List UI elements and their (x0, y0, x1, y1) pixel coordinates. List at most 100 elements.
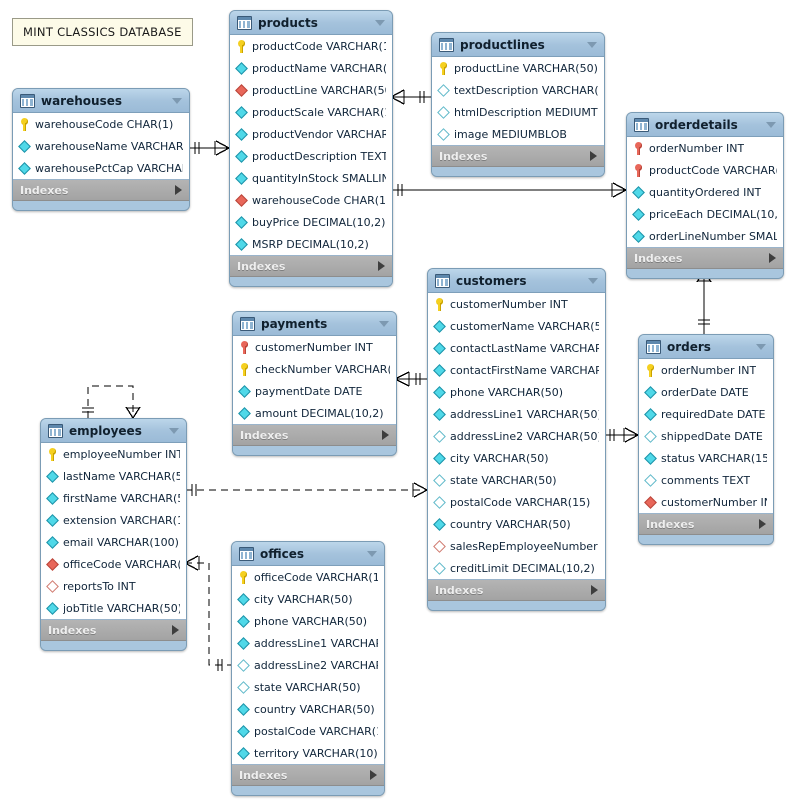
column-row[interactable]: warehouseCode CHAR(1) (230, 189, 392, 211)
indexes-section-customers[interactable]: Indexes (428, 580, 605, 601)
chevron-down-icon[interactable] (172, 97, 182, 104)
table-header-customers[interactable]: customers (428, 269, 605, 293)
column-row[interactable]: productCode VARCHAR(15) (230, 35, 392, 57)
table-header-warehouses[interactable]: warehouses (13, 89, 189, 113)
chevron-down-icon[interactable] (587, 41, 597, 48)
column-row[interactable]: warehouseCode CHAR(1) (13, 113, 189, 135)
table-header-orders[interactable]: orders (639, 335, 773, 359)
column-row[interactable]: orderLineNumber SMALLINT (627, 225, 783, 247)
chevron-down-icon[interactable] (766, 121, 776, 128)
column-row[interactable]: productVendor VARCHAR(50) (230, 123, 392, 145)
column-row[interactable]: checkNumber VARCHAR(50) (233, 358, 396, 380)
column-row[interactable]: state VARCHAR(50) (232, 676, 384, 698)
column-row[interactable]: creditLimit DECIMAL(10,2) (428, 557, 605, 579)
column-row[interactable]: country VARCHAR(50) (428, 513, 605, 535)
table-header-offices[interactable]: offices (232, 542, 384, 566)
expand-right-icon[interactable] (591, 585, 598, 595)
column-row[interactable]: image MEDIUMBLOB (432, 123, 604, 145)
column-row[interactable]: quantityInStock SMALLINT (230, 167, 392, 189)
column-row[interactable]: htmlDescription MEDIUMTEXT (432, 101, 604, 123)
column-row[interactable]: addressLine1 VARCHAR(50) (232, 632, 384, 654)
column-row[interactable]: warehouseName VARCHAR(45) (13, 135, 189, 157)
column-row[interactable]: orderDate DATE (639, 381, 773, 403)
column-row[interactable]: employeeNumber INT (41, 443, 186, 465)
column-row[interactable]: country VARCHAR(50) (232, 698, 384, 720)
column-row[interactable]: addressLine2 VARCHAR(50) (232, 654, 384, 676)
table-header-productlines[interactable]: productlines (432, 33, 604, 57)
column-row[interactable]: textDescription VARCHAR(4000) (432, 79, 604, 101)
column-row[interactable]: lastName VARCHAR(50) (41, 465, 186, 487)
column-row[interactable]: customerNumber INT (639, 491, 773, 513)
column-row[interactable]: postalCode VARCHAR(15) (428, 491, 605, 513)
expand-right-icon[interactable] (769, 253, 776, 263)
chevron-down-icon[interactable] (375, 19, 385, 26)
chevron-down-icon[interactable] (379, 320, 389, 327)
table-header-orderdetails[interactable]: orderdetails (627, 113, 783, 137)
column-row[interactable]: priceEach DECIMAL(10,2) (627, 203, 783, 225)
column-row[interactable]: phone VARCHAR(50) (428, 381, 605, 403)
column-row[interactable]: orderNumber INT (639, 359, 773, 381)
column-row[interactable]: shippedDate DATE (639, 425, 773, 447)
column-row[interactable]: addressLine1 VARCHAR(50) (428, 403, 605, 425)
indexes-section-payments[interactable]: Indexes (233, 425, 396, 446)
chevron-down-icon[interactable] (169, 427, 179, 434)
expand-right-icon[interactable] (378, 261, 385, 271)
column-row[interactable]: MSRP DECIMAL(10,2) (230, 233, 392, 255)
column-row[interactable]: buyPrice DECIMAL(10,2) (230, 211, 392, 233)
column-row[interactable]: postalCode VARCHAR(15) (232, 720, 384, 742)
column-row[interactable]: city VARCHAR(50) (232, 588, 384, 610)
table-header-payments[interactable]: payments (233, 312, 396, 336)
column-row[interactable]: comments TEXT (639, 469, 773, 491)
column-row[interactable]: territory VARCHAR(10) (232, 742, 384, 764)
column-row[interactable]: productLine VARCHAR(50) (432, 57, 604, 79)
column-row[interactable]: extension VARCHAR(10) (41, 509, 186, 531)
column-row[interactable]: amount DECIMAL(10,2) (233, 402, 396, 424)
column-row[interactable]: email VARCHAR(100) (41, 531, 186, 553)
indexes-section-warehouses[interactable]: Indexes (13, 180, 189, 201)
expand-right-icon[interactable] (370, 770, 377, 780)
column-row[interactable]: state VARCHAR(50) (428, 469, 605, 491)
column-row[interactable]: addressLine2 VARCHAR(50) (428, 425, 605, 447)
indexes-section-employees[interactable]: Indexes (41, 620, 186, 641)
column-row[interactable]: customerName VARCHAR(50) (428, 315, 605, 337)
column-row[interactable]: customerNumber INT (233, 336, 396, 358)
column-row[interactable]: officeCode VARCHAR(10) (232, 566, 384, 588)
column-row[interactable]: officeCode VARCHAR(10) (41, 553, 186, 575)
column-row[interactable]: customerNumber INT (428, 293, 605, 315)
expand-right-icon[interactable] (590, 151, 597, 161)
indexes-section-products[interactable]: Indexes (230, 256, 392, 277)
indexes-section-orders[interactable]: Indexes (639, 514, 773, 535)
expand-right-icon[interactable] (759, 519, 766, 529)
column-row[interactable]: firstName VARCHAR(50) (41, 487, 186, 509)
indexes-section-offices[interactable]: Indexes (232, 765, 384, 786)
column-row[interactable]: reportsTo INT (41, 575, 186, 597)
column-row[interactable]: warehousePctCap VARCHAR(50) (13, 157, 189, 179)
column-row[interactable]: contactFirstName VARCHAR(50) (428, 359, 605, 381)
column-row[interactable]: quantityOrdered INT (627, 181, 783, 203)
chevron-down-icon[interactable] (367, 550, 377, 557)
chevron-down-icon[interactable] (756, 343, 766, 350)
column-row[interactable]: productCode VARCHAR(15) (627, 159, 783, 181)
column-row[interactable]: orderNumber INT (627, 137, 783, 159)
expand-right-icon[interactable] (172, 625, 179, 635)
column-row[interactable]: productScale VARCHAR(10) (230, 101, 392, 123)
expand-right-icon[interactable] (382, 430, 389, 440)
column-row[interactable]: jobTitle VARCHAR(50) (41, 597, 186, 619)
chevron-down-icon[interactable] (588, 277, 598, 284)
expand-right-icon[interactable] (175, 185, 182, 195)
column-row[interactable]: productLine VARCHAR(50) (230, 79, 392, 101)
table-header-products[interactable]: products (230, 11, 392, 35)
column-row[interactable]: status VARCHAR(15) (639, 447, 773, 469)
column-row[interactable]: productDescription TEXT (230, 145, 392, 167)
column-row[interactable]: phone VARCHAR(50) (232, 610, 384, 632)
column-row[interactable]: salesRepEmployeeNumber INT (428, 535, 605, 557)
